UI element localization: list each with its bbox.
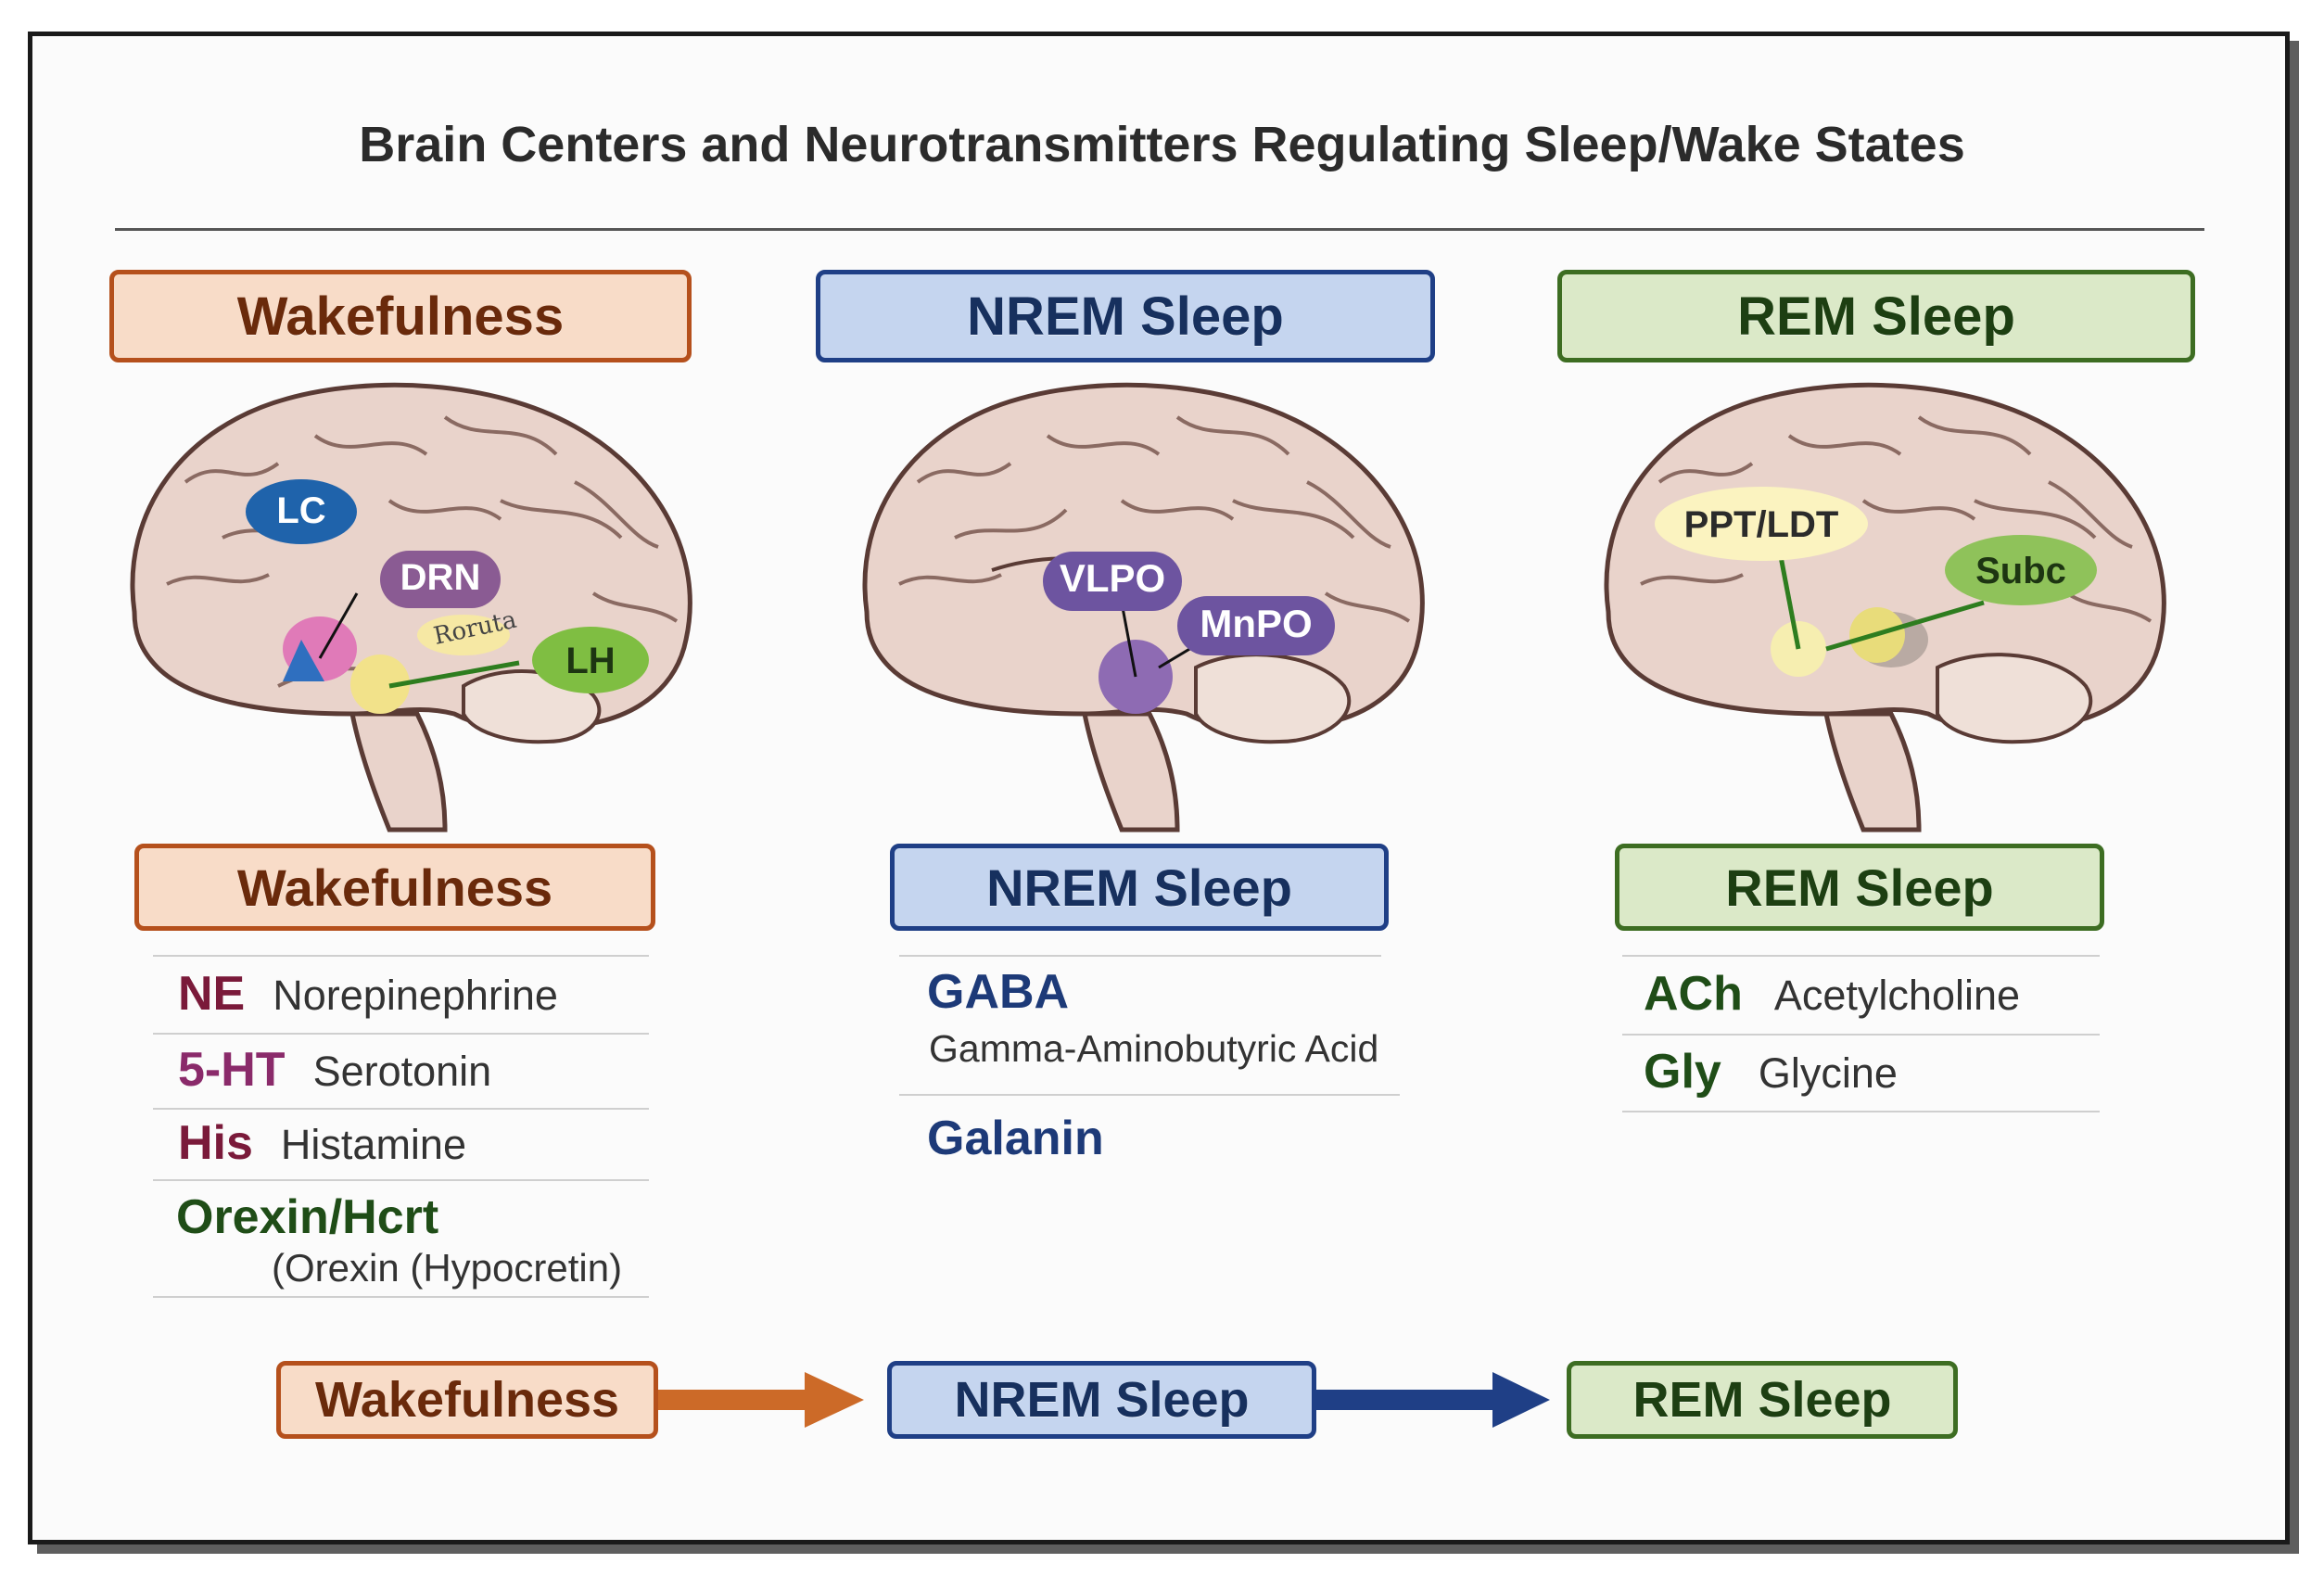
his-abbr: His xyxy=(178,1116,253,1170)
5ht-name: Serotonin xyxy=(312,1048,492,1095)
mid-wake-box: Wakefulness xyxy=(134,844,655,931)
wake-brain: Roruta LC DRN LH xyxy=(130,382,692,832)
bottom-wake-box: Wakefulness xyxy=(276,1361,658,1439)
rem-pptldt-label: PPT/LDT xyxy=(1684,504,1839,545)
wake-list-sep xyxy=(153,1179,649,1181)
bottom-nrem-box: NREM Sleep xyxy=(887,1361,1316,1439)
rem-brain: PPT/LDT Subc xyxy=(1604,382,2166,832)
figure-title: Brain Centers and Neurotransmitters Regu… xyxy=(359,117,1965,172)
ne-abbr: NE xyxy=(178,967,246,1021)
gaba-name: Gamma-Aminobutyric Acid xyxy=(929,1027,1379,1070)
wake-item-5ht: 5-HT Serotonin xyxy=(178,1042,491,1098)
gly-abbr: Gly xyxy=(1644,1045,1721,1099)
his-name: Histamine xyxy=(280,1121,466,1168)
wake-lh-label: LH xyxy=(565,641,615,681)
gly-name: Glycine xyxy=(1758,1049,1898,1097)
rem-list-sep xyxy=(1622,955,2100,957)
mid-nrem-box: NREM Sleep xyxy=(890,844,1389,931)
nrem-list-sep xyxy=(899,955,1381,957)
rem-header: REM Sleep xyxy=(1557,270,2195,362)
rem-item-gly: Gly Glycine xyxy=(1644,1044,1898,1099)
wake-lh-region xyxy=(350,655,410,714)
rem-pptldt-pill xyxy=(1655,487,1868,561)
ach-name: Acetylcholine xyxy=(1773,972,2021,1019)
wake-list-sep xyxy=(153,1033,649,1035)
wake-lc-pill xyxy=(246,479,357,544)
wake-list-sep xyxy=(153,1108,649,1110)
nrem-item-galanin: Galanin xyxy=(927,1111,1104,1166)
bottom-rem-box: REM Sleep xyxy=(1567,1361,1958,1439)
wake-drn-pill xyxy=(380,551,501,608)
nrem-item-gaba: GABA xyxy=(927,964,1069,1020)
wake-item-orexin-sub: (Orexin (Hypocretin) xyxy=(272,1246,622,1290)
ne-name: Norepinephrine xyxy=(273,972,558,1019)
wake-drn-label: DRN xyxy=(400,557,481,598)
brain-illustrations: Roruta LC DRN LH VLPO MnPO PPT/ xyxy=(130,382,2166,832)
bottom-arrow-wake-nrem xyxy=(656,1390,812,1410)
rem-list-sep xyxy=(1622,1034,2100,1036)
orexin-name: (Orexin (Hypocretin) xyxy=(272,1246,623,1290)
ach-abbr: ACh xyxy=(1644,967,1743,1021)
wake-item-ne: NE Norepinephrine xyxy=(178,966,558,1022)
nrem-mnpo-label: MnPO xyxy=(1200,602,1312,645)
rem-item-ach: ACh Acetylcholine xyxy=(1644,966,2020,1022)
5ht-abbr: 5-HT xyxy=(178,1043,286,1097)
nrem-mnpo-pill xyxy=(1177,596,1335,655)
wake-lc-label: LC xyxy=(276,490,325,531)
rem-list-sep xyxy=(1622,1111,2100,1112)
nrem-list-sep xyxy=(899,1094,1400,1096)
nrem-item-gaba-sub: Gamma-Aminobutyric Acid xyxy=(929,1027,1378,1071)
mid-rem-box: REM Sleep xyxy=(1615,844,2104,931)
orexin-abbr: Orexin/Hcrt xyxy=(176,1190,439,1244)
wake-lc-region xyxy=(283,640,324,681)
wake-list-sep xyxy=(153,1296,649,1298)
nrem-brain: VLPO MnPO xyxy=(862,382,1425,832)
nrem-vlpo-pill xyxy=(1043,552,1182,611)
rem-subc-pill xyxy=(1945,535,2097,605)
bottom-arrows-svg xyxy=(656,1372,1550,1428)
rem-subc-label: Subc xyxy=(1975,551,2066,591)
wake-list-sep xyxy=(153,955,649,957)
wake-header: Wakefulness xyxy=(109,270,692,362)
nrem-vlpo-label: VLPO xyxy=(1060,556,1165,600)
wake-item-orexin: Orexin/Hcrt xyxy=(176,1189,438,1245)
bottom-arrow-nrem-rem xyxy=(1314,1390,1500,1410)
title-divider xyxy=(115,228,2204,231)
nrem-header: NREM Sleep xyxy=(816,270,1435,362)
gaba-abbr: GABA xyxy=(927,965,1070,1019)
wake-lh-pill xyxy=(532,627,649,693)
galanin-abbr: Galanin xyxy=(927,1112,1104,1165)
wake-item-his: His Histamine xyxy=(178,1115,466,1171)
